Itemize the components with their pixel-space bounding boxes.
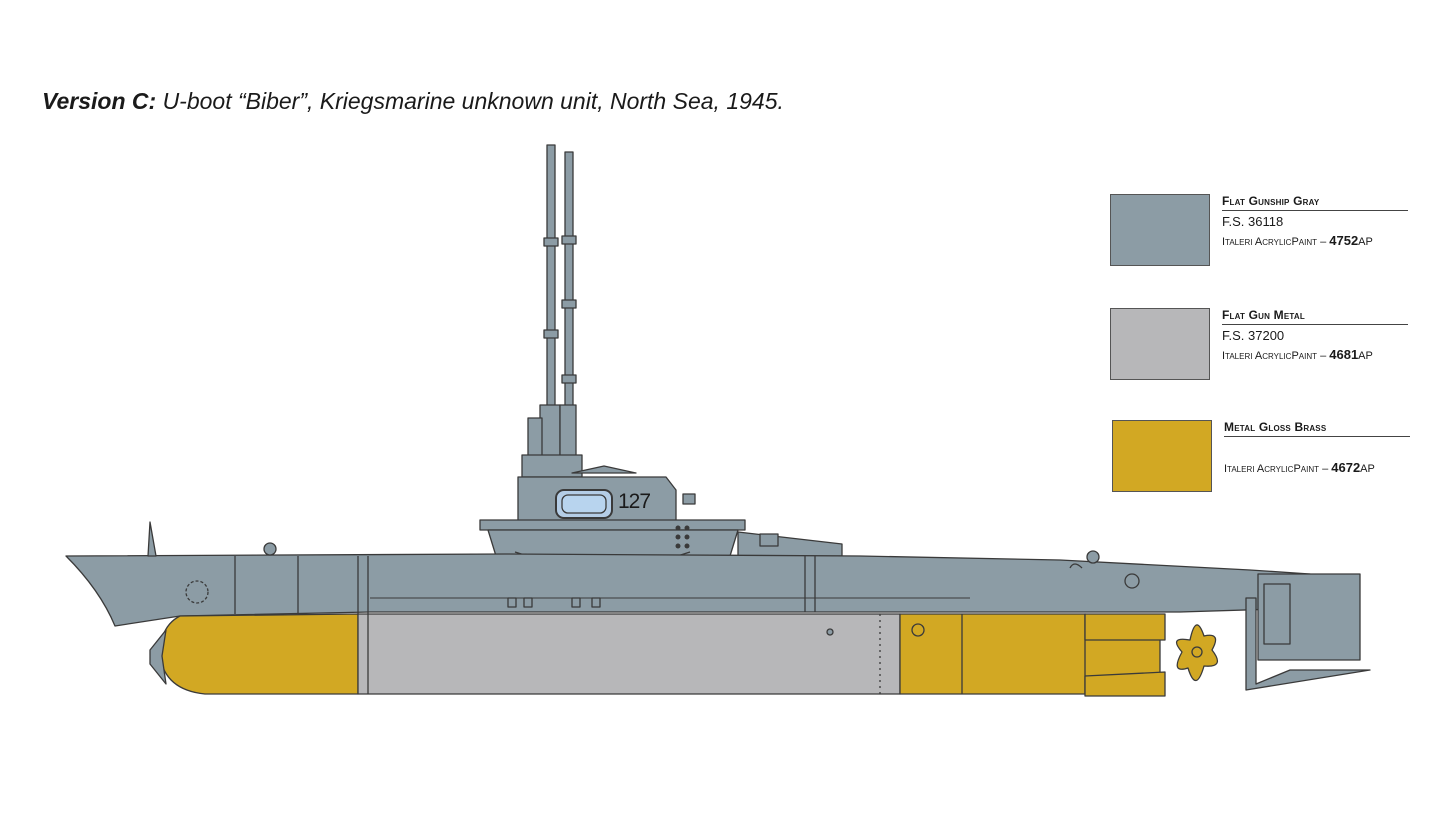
torpedo-body [357, 613, 901, 695]
version-caption: U-boot “Biber”, Kriegsmarine unknown uni… [162, 88, 784, 114]
torpedo-nose [159, 613, 359, 695]
paint-code: Italeri AcrylicPaint – 4672AP [1224, 460, 1375, 475]
color-swatch [1110, 308, 1210, 380]
paint-name: Flat Gun Metal [1222, 308, 1408, 325]
paint-code: Italeri AcrylicPaint – 4681AP [1222, 347, 1373, 362]
paint-name: Metal Gloss Brass [1224, 420, 1410, 437]
periscope-mast [546, 144, 556, 446]
version-label: Version C: [42, 88, 157, 114]
bow-propeller [149, 629, 167, 685]
fs-code: F.S. 36118 [1222, 214, 1284, 229]
fs-code [1224, 440, 1410, 456]
hull-number: 127 [618, 490, 651, 513]
upper-hull [65, 553, 1311, 627]
fs-code: F.S. 37200 [1222, 328, 1285, 343]
page-title: Version C: U-boot “Biber”, Kriegsmarine … [42, 88, 784, 115]
color-swatch [1112, 420, 1212, 492]
color-swatch [1110, 194, 1210, 266]
paint-code: Italeri AcrylicPaint – 4752AP [1222, 233, 1373, 248]
paint-name: Flat Gunship Gray [1222, 194, 1408, 211]
